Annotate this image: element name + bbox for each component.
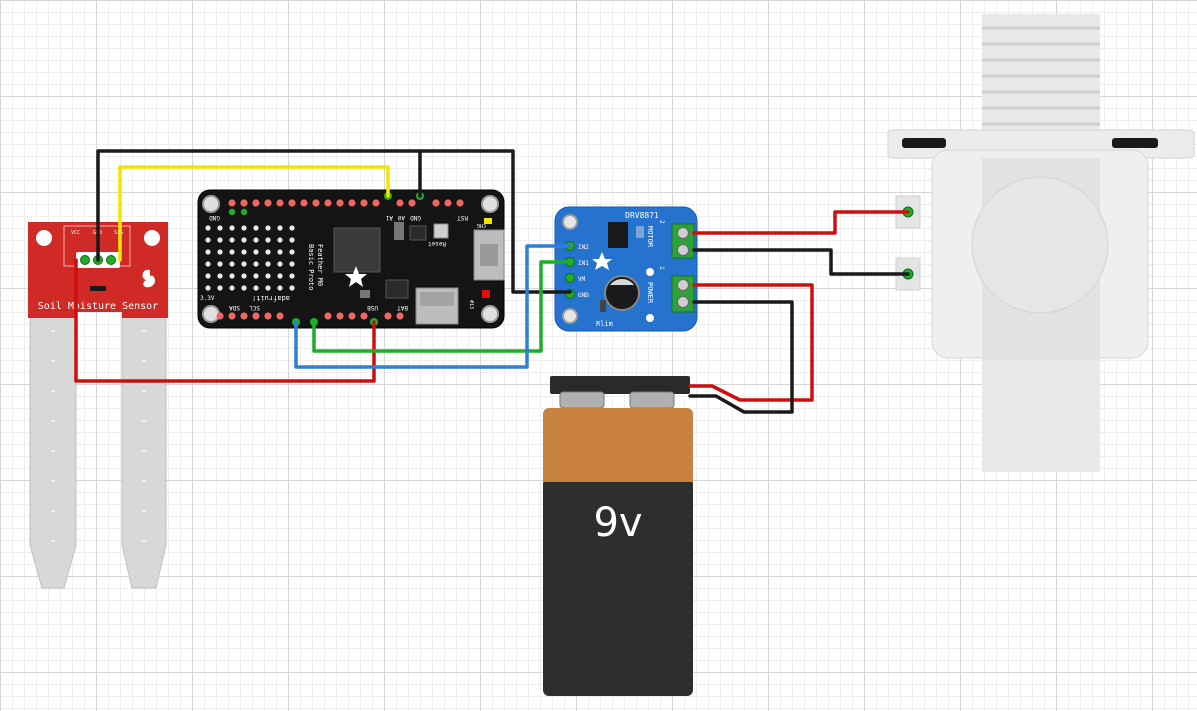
feather-component [360, 290, 370, 298]
feather-label-a0: A0 [397, 214, 405, 221]
feather-label-a1: A1 [385, 214, 393, 221]
terminal-screw-icon [677, 244, 689, 256]
sensor-pin-vcc[interactable] [80, 255, 90, 265]
wire-in1 [312, 260, 572, 353]
sensor-component [90, 286, 106, 291]
battery-band [543, 474, 693, 482]
jst-inner [420, 292, 454, 306]
driver-pcb [554, 206, 698, 332]
driver-pin-vm[interactable] [565, 273, 575, 283]
feather-pin13-label: #13 [468, 300, 474, 309]
feather-mount-hole [481, 195, 499, 213]
drv8871-driver: DRV8871 IN2 IN1 VM GND Rlim MOTOR POWER … [554, 206, 698, 332]
driver-power-label: POWER [646, 282, 654, 304]
feather-led-13 [482, 290, 490, 298]
sensor-mount-hole [36, 230, 52, 246]
sensor-label: Soil Moisture Sensor [38, 301, 158, 312]
battery-body-top [543, 408, 693, 480]
feather-mcu-chip [333, 227, 381, 273]
driver-rlim-label: Rlim [596, 320, 613, 328]
valve-port [971, 176, 1109, 314]
driver-ic [608, 222, 628, 248]
adafruit-star-icon [345, 266, 367, 287]
feather-label-sda: SDA [229, 304, 240, 311]
sensor-prong-right [121, 309, 167, 589]
feather-component [409, 225, 427, 241]
minus-icon [646, 314, 654, 322]
feather-pin-tx [240, 208, 248, 216]
driver-label-in1: IN1 [578, 260, 589, 267]
feather-proto-grid [205, 225, 295, 291]
driver-label-vm: VM [578, 276, 586, 283]
feather-component [394, 222, 404, 240]
wire-motor-1 [692, 210, 910, 235]
sensor-pin-sig[interactable] [106, 255, 116, 265]
feather-top-header [228, 192, 464, 207]
capacitor-top [610, 278, 634, 285]
feather-brand: adafruit! [252, 294, 290, 302]
sensor-mount-hole [144, 230, 160, 246]
terminal-screw-icon [677, 296, 689, 308]
feather-chg-led [484, 218, 492, 224]
wire-in2 [294, 244, 572, 369]
feather-mount-hole [202, 195, 220, 213]
driver-label-gnd: GND [578, 292, 589, 299]
wire-power-positive [688, 283, 814, 402]
feather-reset-button[interactable] [433, 223, 449, 239]
driver-motor-label: MOTOR [646, 226, 654, 248]
feather-reset-label: Reset [428, 240, 446, 247]
driver-mount-hole [562, 308, 578, 324]
terminal-screw-icon [677, 279, 689, 291]
sensor-board [28, 222, 168, 318]
solenoid-valve [887, 14, 1195, 472]
feather-label-usb: USB [367, 304, 378, 311]
feather-name-line1: Feather M0 [316, 244, 324, 286]
feather-m0-board: GND A1 A0 GND RST Reset CHG #13 [197, 189, 505, 329]
feather-side-label: 3.3V [200, 295, 215, 302]
feather-name-line2: Basic Proto [307, 244, 315, 290]
battery-cap [550, 376, 690, 394]
driver-component [600, 300, 606, 312]
battery-terminal-negative[interactable] [559, 391, 605, 409]
feather-label-scl: SCL [249, 304, 260, 311]
sparkfun-logo-icon [142, 269, 156, 288]
driver-terminal-label-2: 2 [658, 220, 665, 224]
plus-icon [646, 268, 654, 276]
valve-slot-right [1112, 138, 1158, 148]
feather-pin-rx [228, 208, 236, 216]
driver-terminal-label-1: 1 [658, 266, 665, 270]
battery-label: 9v [593, 500, 642, 546]
feather-label-rst: RST [457, 214, 468, 221]
battery-terminal-positive[interactable] [629, 391, 675, 409]
wire-gnd-sensor [96, 149, 572, 294]
driver-component [636, 226, 644, 238]
sensor-prong-left [29, 309, 77, 589]
soil-moisture-sensor: VCC GND SIG Soil Moisture Sensor [28, 222, 168, 589]
driver-label-in2: IN2 [578, 244, 589, 251]
driver-title: DRV8871 [625, 211, 659, 220]
battery-9v: 9v [543, 376, 693, 696]
battery-body-bottom [543, 478, 693, 696]
terminal-screw-icon [677, 227, 689, 239]
sensor-pin-label-vcc: VCC [71, 230, 80, 236]
valve-thread-bottom [982, 360, 1100, 472]
driver-mount-hole [562, 214, 578, 230]
usb-port-inner [480, 244, 498, 266]
valve-slot-left [902, 138, 946, 148]
feather-label-bat: BAT [397, 304, 408, 311]
feather-label-gnd-left: GND [209, 214, 220, 221]
valve-thread-top [982, 14, 1100, 132]
wire-signal [118, 165, 390, 262]
feather-label-gnd: GND [410, 214, 421, 221]
wire-power-negative [688, 300, 794, 414]
feather-mount-hole [202, 305, 220, 323]
adafruit-star-icon [592, 252, 612, 270]
feather-component [385, 279, 409, 299]
feather-mount-hole [481, 305, 499, 323]
wire-motor-2 [692, 248, 910, 276]
feather-chg-label: CHG [477, 222, 486, 228]
